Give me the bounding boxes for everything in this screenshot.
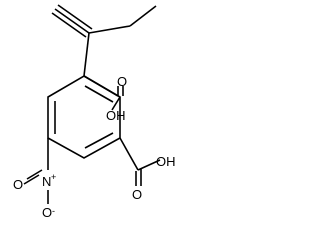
nitro-group — [23, 138, 49, 204]
nitro-oxygen-side-label: O — [13, 177, 23, 192]
carboxyl-lower-hydroxyl-label: OH — [156, 154, 176, 169]
nitro-nitrogen-charge: + — [51, 172, 56, 182]
nitro-oxygen-charge: - — [52, 206, 55, 216]
branch-to-ring-bond — [83, 32, 90, 77]
lower-carboxyl-group — [119, 137, 161, 186]
carboxyl-upper-oxygen-label: O — [117, 74, 127, 89]
nitro-nitrogen-label: N — [42, 174, 51, 189]
alkyne-triple-bond — [51, 4, 93, 38]
ethyl-chain — [88, 5, 157, 34]
carboxyl-upper-hydroxyl-label: OH — [106, 108, 126, 123]
carboxyl-lower-oxygen-label: O — [132, 187, 142, 202]
nitro-oxygen-bottom-label: O — [42, 205, 52, 220]
upper-carboxyl-group — [83, 75, 124, 111]
structure-diagram: O OH O OH N + O O - — [13, 4, 176, 220]
molecule-drawing: O OH O OH N + O O - — [13, 4, 176, 220]
